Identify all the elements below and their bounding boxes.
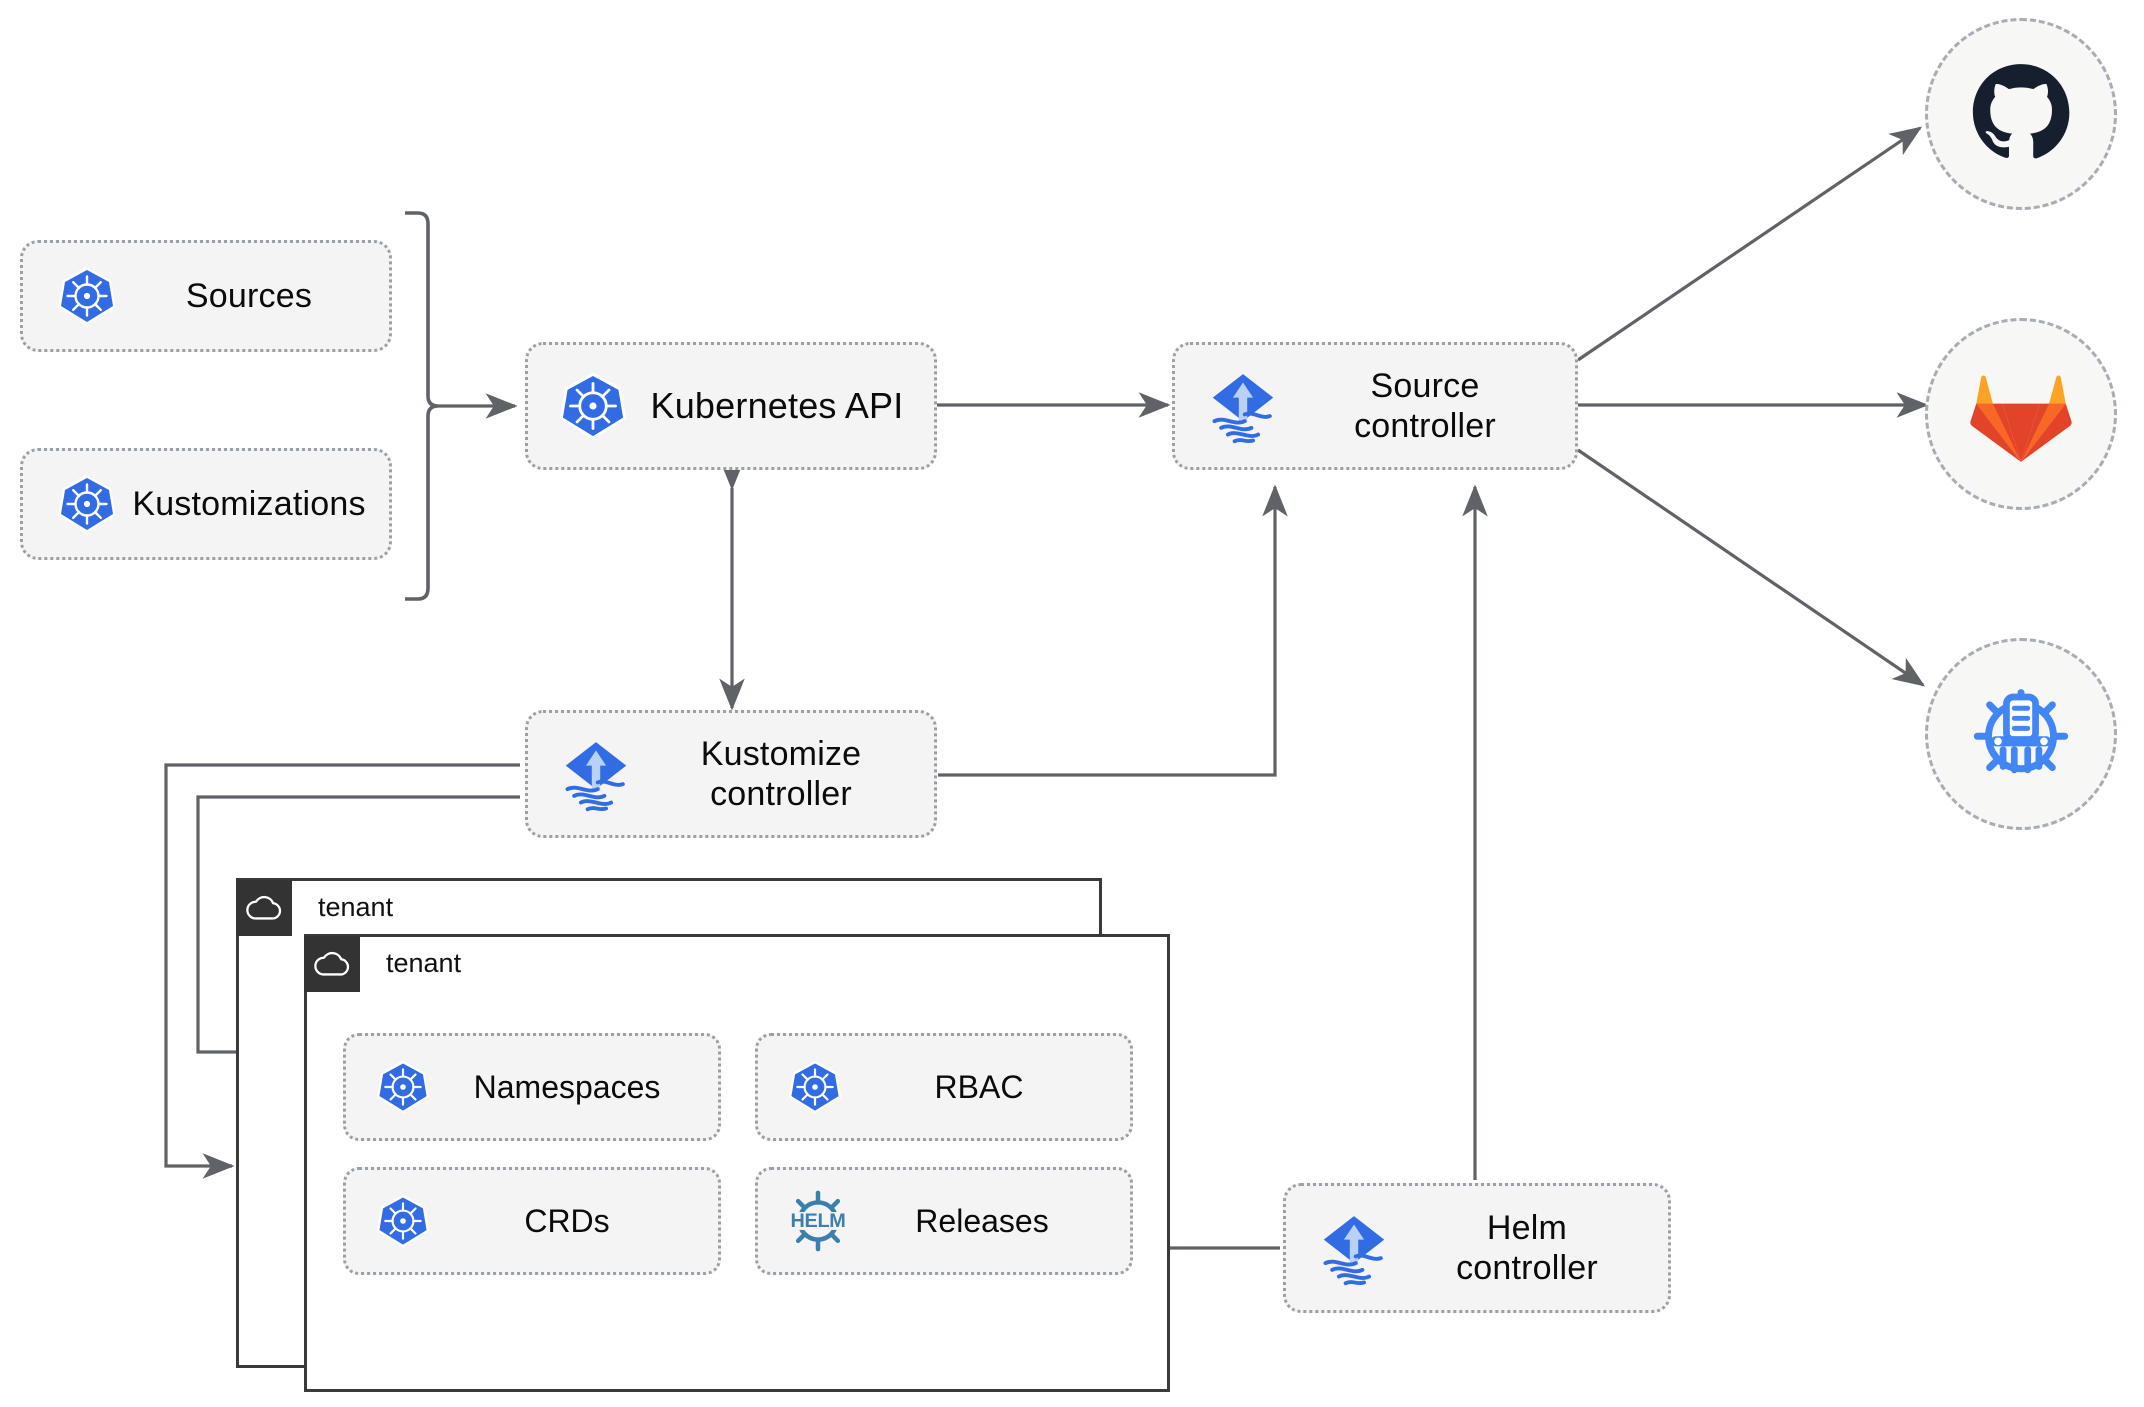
resource-label: Namespaces [473,1068,661,1105]
node-label: Kubernetes API [650,384,904,426]
node-kubernetes-api[interactable]: Kubernetes API [525,342,937,470]
node-label: Kustomizations [132,484,366,523]
node-label: Helm controller [1396,1208,1668,1288]
kubernetes-icon [786,1058,844,1116]
edge-source-github [1577,126,1923,362]
provider-gitlab[interactable] [1925,318,2117,510]
flux-icon [554,732,638,816]
node-sources[interactable]: Sources [20,240,392,352]
resource-crds[interactable]: CRDs [343,1167,721,1275]
tenant-label: tenant [386,948,462,978]
helm-icon: HELM [786,1189,850,1253]
cloud-icon [236,879,292,936]
tenant-resource-grid: Namespaces [343,1033,1133,1275]
svg-text:HELM: HELM [791,1210,846,1232]
github-icon [1972,64,2070,159]
source-controller-line2: controller [1354,407,1496,445]
node-label: Sources [185,276,313,315]
tenant-header-outer: tenant [236,879,394,937]
kubernetes-icon [374,1192,432,1250]
helm-registry-icon [1973,689,2069,774]
source-controller-line1: Source [1370,366,1480,405]
node-kustomizations[interactable]: Kustomizations [20,448,392,560]
provider-helm-repository[interactable] [1925,638,2117,830]
resource-label: Releases [915,1202,1049,1239]
node-source-controller[interactable]: Source controller [1172,342,1578,470]
tenant-label: tenant [318,892,394,922]
resource-label: RBAC [934,1068,1024,1105]
edge-kustomize-source [938,484,1288,777]
flux-icon [1201,364,1285,448]
tenant-box-inner[interactable]: tenant [304,934,1170,1392]
kubernetes-icon [55,264,119,328]
kustomize-controller-line2: controller [710,775,852,813]
node-label: Kustomize controller [638,734,934,814]
resource-rbac[interactable]: RBAC [755,1033,1133,1141]
resource-namespaces[interactable]: Namespaces [343,1033,721,1141]
node-label: Source controller [1285,366,1575,446]
helm-controller-line2: controller [1456,1249,1598,1287]
node-kustomize-controller[interactable]: Kustomize controller [525,710,937,838]
node-helm-controller[interactable]: Helm controller [1283,1183,1671,1313]
kubernetes-icon [55,472,119,536]
kustomize-controller-line1: Kustomize [700,734,862,773]
kubernetes-icon [374,1058,432,1116]
group-bracket [405,211,439,601]
kubernetes-icon [556,369,630,443]
tenant-header-inner: tenant [304,935,462,993]
resource-releases[interactable]: HELM Releases [755,1167,1133,1275]
provider-github[interactable] [1925,18,2117,210]
helm-controller-line1: Helm [1486,1208,1568,1247]
gitlab-icon [1970,375,2072,462]
flux-icon [1312,1206,1396,1290]
edge-source-registry [1577,448,1926,687]
cloud-icon [304,935,360,992]
resource-label: CRDs [524,1202,610,1239]
